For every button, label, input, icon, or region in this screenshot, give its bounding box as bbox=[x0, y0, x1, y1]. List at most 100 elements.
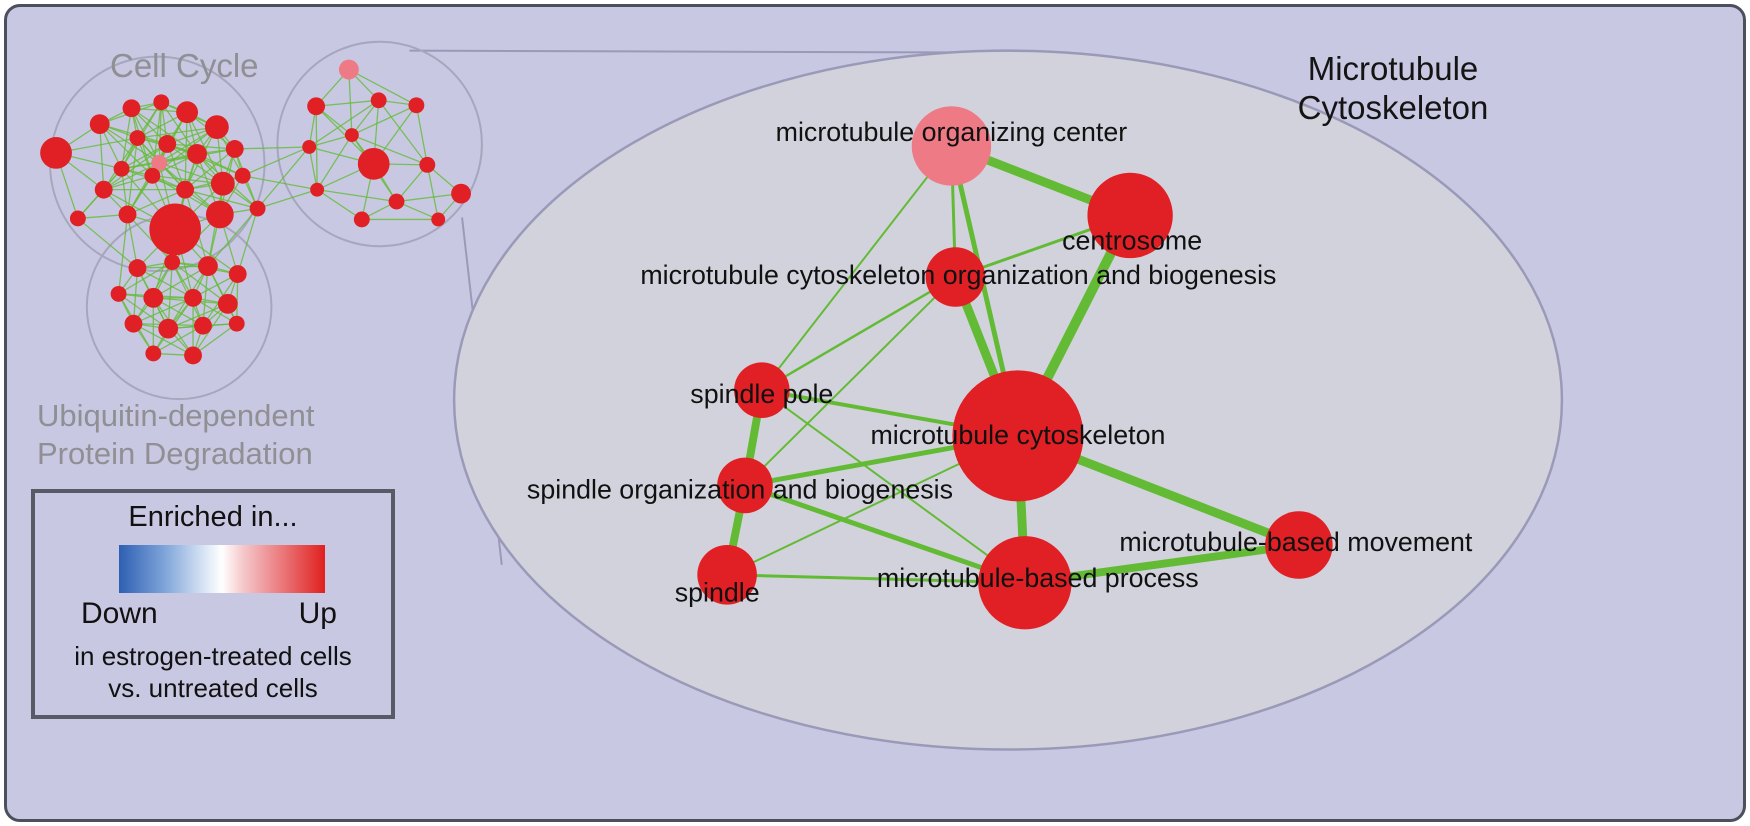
overview-edge bbox=[137, 126, 217, 139]
overview-node bbox=[149, 203, 201, 256]
overview-edge bbox=[117, 214, 129, 294]
overview-edge bbox=[202, 266, 209, 326]
overview-node bbox=[129, 130, 146, 146]
detail-node-label-mbm: microtubule-based movement bbox=[1119, 527, 1473, 557]
magnifier-line bbox=[409, 49, 1013, 54]
overview-node bbox=[344, 128, 359, 143]
overview-edge bbox=[133, 323, 194, 356]
overview-edge bbox=[133, 297, 194, 325]
overview-node bbox=[151, 154, 168, 171]
detail-node-spindle_pole bbox=[734, 362, 790, 418]
overview-node bbox=[187, 143, 207, 164]
overview-node bbox=[225, 140, 244, 158]
detail-edge-moc-spindle_pole bbox=[760, 144, 953, 392]
overview-edge bbox=[103, 162, 160, 191]
overview-node bbox=[113, 160, 130, 177]
overview-node bbox=[431, 212, 446, 227]
overview-edge bbox=[396, 192, 462, 203]
overview-node bbox=[164, 254, 181, 271]
overview-edge bbox=[351, 134, 428, 166]
overview-node bbox=[89, 114, 110, 135]
overview-node bbox=[217, 293, 238, 314]
overview-node bbox=[205, 200, 234, 229]
overview-node bbox=[176, 180, 195, 199]
overview-node bbox=[144, 167, 161, 184]
overview-node bbox=[338, 59, 359, 80]
detail-node-label-spindle: spindle bbox=[675, 578, 760, 608]
detail-edge-spindle_pole-mbp bbox=[760, 389, 1026, 584]
detail-node-mco bbox=[925, 247, 986, 307]
detail-node-label-spindle_pole: spindle pole bbox=[690, 379, 833, 409]
overview-node bbox=[451, 183, 471, 204]
overview-edge bbox=[316, 134, 353, 190]
microtubule-label-line-2: Cytoskeleton bbox=[1297, 89, 1489, 126]
overview-node bbox=[249, 200, 266, 217]
detail-edge-mco-spindle_pole bbox=[760, 275, 957, 392]
legend-subtitle-2: vs. untreated cells bbox=[108, 673, 318, 703]
overview-edge bbox=[99, 124, 105, 190]
overview-edge bbox=[237, 208, 259, 275]
overview-edge bbox=[137, 267, 194, 299]
overview-node bbox=[228, 265, 247, 283]
overview-edge bbox=[127, 189, 186, 216]
overview-edge bbox=[167, 262, 173, 329]
microtubule-label-line-1: Microtubule bbox=[1307, 50, 1479, 87]
legend-title: Enriched in... bbox=[128, 501, 298, 533]
overview-edge bbox=[378, 99, 428, 166]
detail-node-mt_cyto bbox=[952, 370, 1084, 502]
overview-edge bbox=[234, 146, 310, 150]
overview-edge bbox=[316, 99, 379, 107]
legend: Enriched in... Down Up in estrogen-treat… bbox=[31, 489, 395, 719]
overview-edge bbox=[257, 146, 310, 209]
overview-node bbox=[145, 345, 162, 362]
overview-node bbox=[153, 94, 170, 111]
overview-edge bbox=[99, 123, 153, 177]
legend-axis-labels: Down Up bbox=[81, 597, 337, 631]
overview-node bbox=[69, 210, 86, 227]
cluster-label-cell-cycle: Cell Cycle bbox=[110, 47, 259, 84]
detail-node-spindle_org bbox=[717, 457, 773, 514]
legend-gradient-bar bbox=[119, 545, 325, 593]
overview-node bbox=[184, 288, 202, 307]
legend-up-label: Up bbox=[298, 597, 337, 630]
overview-edge bbox=[308, 99, 380, 148]
ubiquitin-label-line-1: Ubiquitin-dependent bbox=[37, 398, 315, 433]
overview-edge bbox=[126, 214, 139, 269]
overview-edge bbox=[317, 189, 397, 203]
overview-edge bbox=[396, 164, 428, 202]
legend-subtitle-1: in estrogen-treated cells bbox=[74, 641, 352, 671]
overview-node bbox=[310, 182, 325, 197]
overview-edge bbox=[127, 214, 173, 263]
overview-node bbox=[158, 135, 177, 153]
overview-node bbox=[419, 156, 436, 173]
overview-edge bbox=[242, 146, 310, 177]
overview-node bbox=[122, 99, 141, 118]
overview-node bbox=[124, 314, 143, 333]
detail-node-moc bbox=[911, 106, 992, 186]
overview-edge bbox=[153, 265, 209, 299]
overview-edge bbox=[207, 208, 259, 267]
overview-edge bbox=[184, 148, 236, 191]
overview-edge bbox=[192, 323, 238, 356]
overview-node bbox=[370, 92, 387, 109]
overview-node bbox=[228, 315, 245, 332]
detail-node-label-moc: microtubule organizing center bbox=[776, 117, 1128, 147]
overview-edge bbox=[348, 68, 417, 106]
overview-edge bbox=[118, 261, 173, 295]
overview-node bbox=[184, 346, 202, 365]
overview-edge bbox=[415, 105, 428, 165]
detail-node-label-centrosome: centrosome bbox=[1062, 225, 1202, 255]
legend-down-label: Down bbox=[81, 597, 158, 630]
overview-node bbox=[210, 171, 235, 196]
overview-node bbox=[110, 285, 127, 302]
detail-edge-spindle_org-mbp bbox=[742, 482, 1028, 586]
overview-node bbox=[118, 205, 137, 224]
overview-node bbox=[388, 193, 405, 210]
overview-node bbox=[302, 140, 317, 154]
cluster-circle-microtubule bbox=[276, 40, 483, 248]
overview-node bbox=[143, 287, 164, 308]
overview-node bbox=[94, 180, 113, 199]
overview-node bbox=[408, 97, 425, 114]
detail-node-label-mt_cyto: microtubule cytoskeleton bbox=[870, 420, 1165, 450]
overview-node bbox=[176, 101, 199, 124]
